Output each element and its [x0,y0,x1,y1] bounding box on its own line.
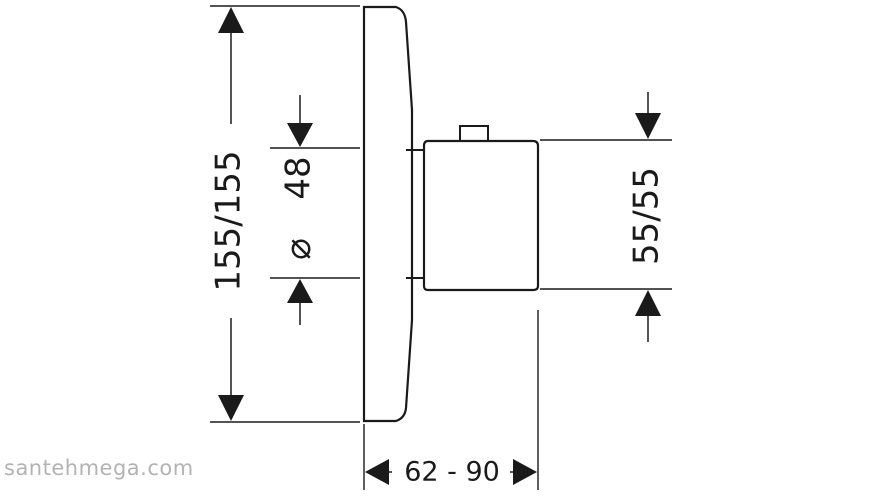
arrow-handle-top [635,113,661,139]
arrow-total-bottom [218,395,244,421]
arrow-total-top [218,7,244,33]
cover-plate [362,5,414,423]
handle-body [422,139,540,292]
arrow-diameter-bottom [287,279,313,303]
dim-handle-height-text: 55/55 [627,167,667,265]
dim-diameter-symbol: ⌀ [278,238,319,260]
spindle [406,149,424,279]
handle-indicator [459,125,489,141]
arrow-depth-right [513,459,537,485]
dim-depth-text: 62 - 90 [404,457,500,488]
watermark: santehmega.com [4,456,194,480]
dim-diameter-text: 48 [279,156,319,199]
arrow-depth-left [365,459,389,485]
arrow-diameter-top [287,123,313,147]
dim-total-height-text: 155/155 [209,150,249,291]
arrow-handle-bottom [635,290,661,316]
extension-lines [210,5,672,490]
